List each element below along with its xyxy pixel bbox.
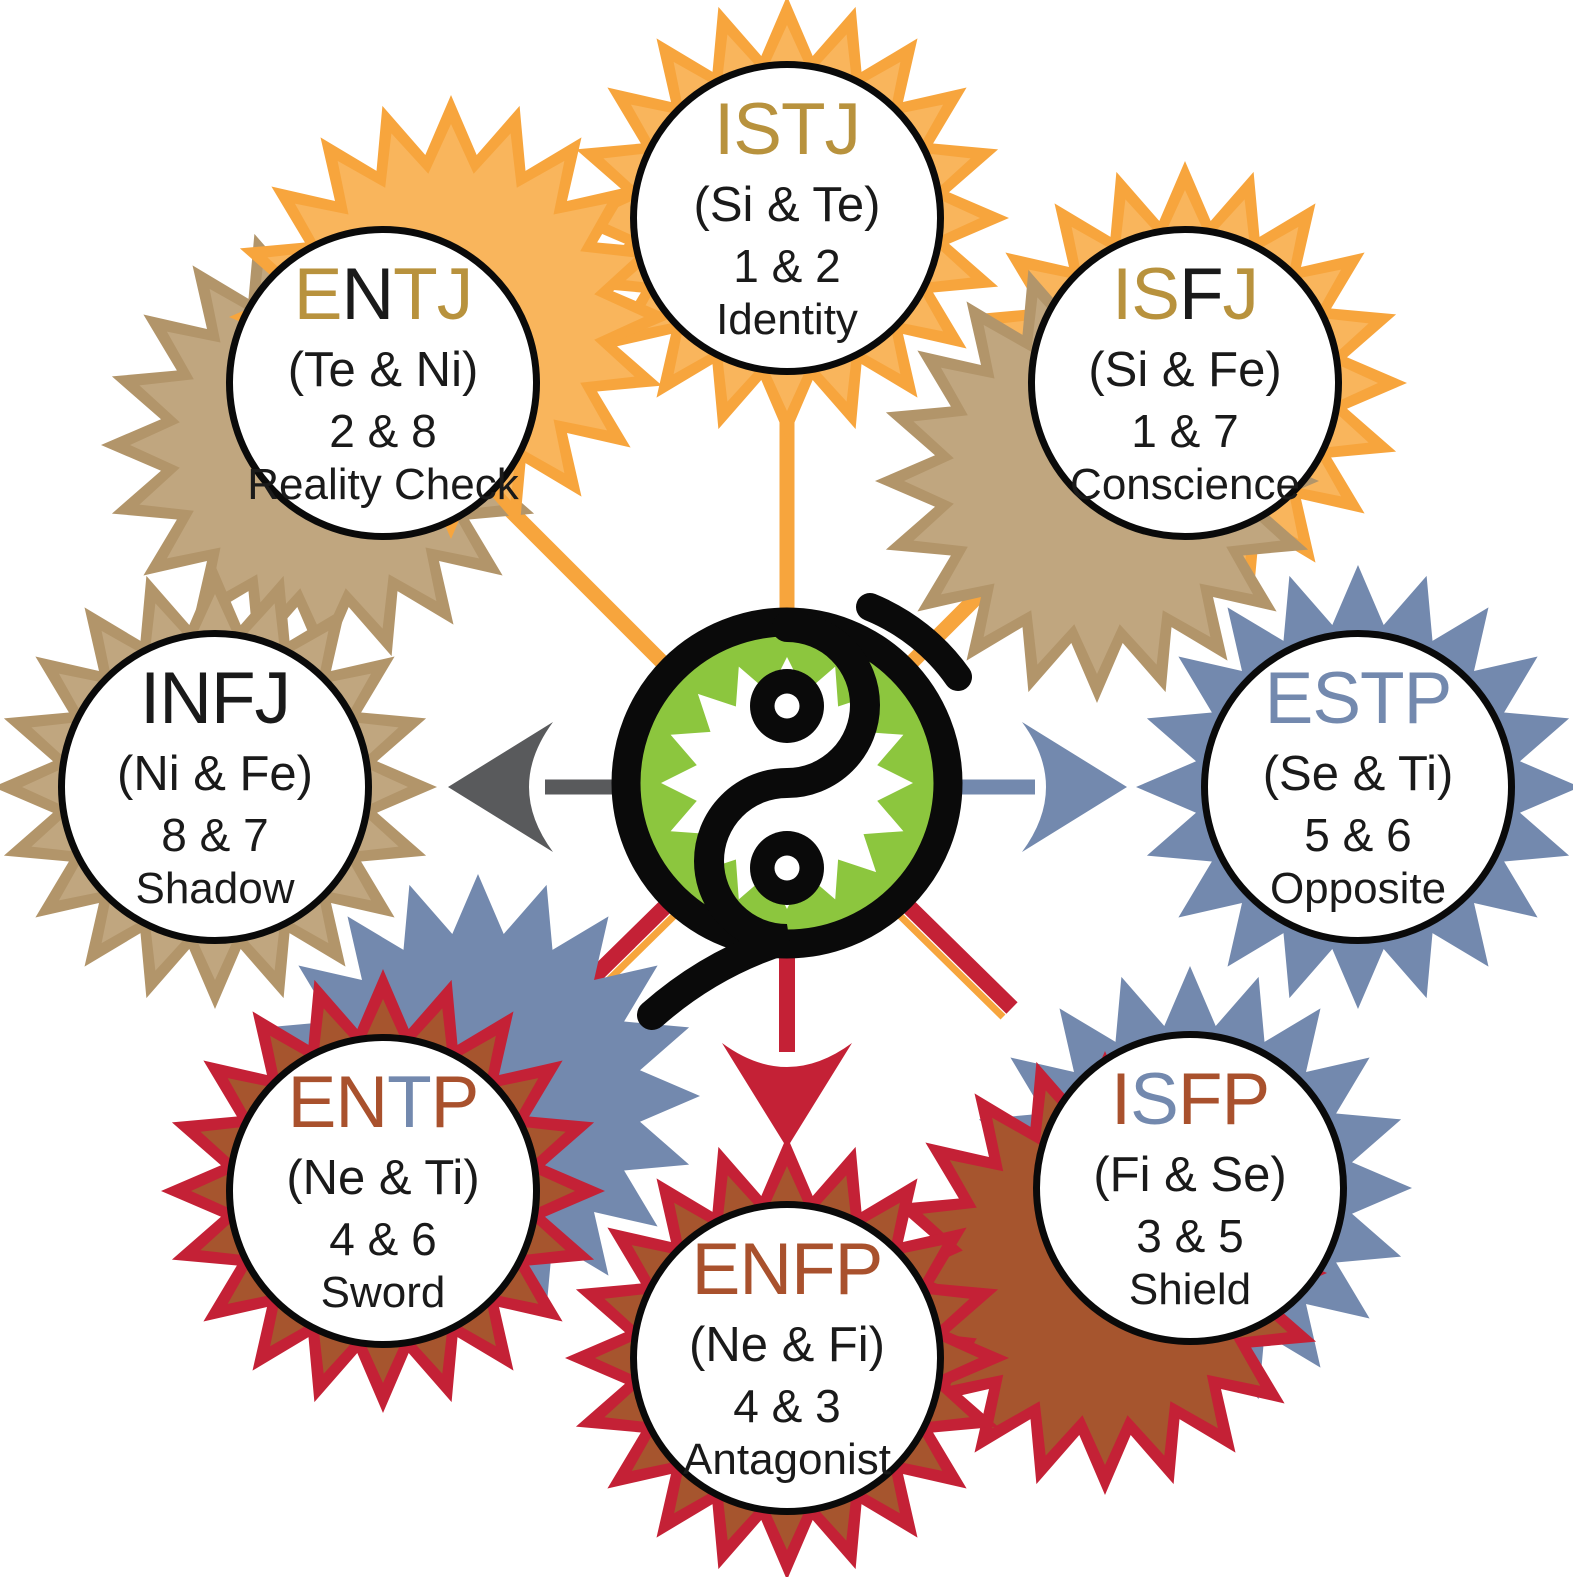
type-letter: F (791, 1229, 836, 1311)
type-role: Shadow (135, 863, 295, 913)
estp-circle: ESTP (Se & Ti) 5 & 6 Opposite (1201, 630, 1515, 944)
type-numbers: 8 & 7 (161, 808, 269, 861)
type-role: Sword (320, 1267, 446, 1317)
type-letter: J (436, 254, 473, 336)
type-letter: I (1110, 1059, 1131, 1141)
type-numbers: 5 & 6 (1304, 808, 1412, 861)
node-isfp: ISFP (Fi & Se) 3 & 5 Shield (1033, 1031, 1347, 1345)
node-enfp: ENFP (Ne & Fi) 4 & 3 Antagonist (630, 1201, 944, 1515)
type-functions: (Si & Fe) (1088, 343, 1282, 398)
type-letter: N (159, 658, 212, 740)
type-title: ENTJ (294, 258, 474, 331)
node-istj: ISTJ (Si & Te) 1 & 2 Identity (630, 61, 944, 375)
entp-circle: ENTP (Ne & Ti) 4 & 6 Sword (226, 1034, 540, 1348)
type-letter: E (691, 1229, 741, 1311)
type-letter: T (1360, 658, 1405, 740)
type-functions: (Ni & Fe) (117, 747, 313, 802)
type-letter: S (1312, 658, 1361, 740)
type-letter: S (733, 89, 782, 171)
node-isfj: ISFJ (Si & Fe) 1 & 7 Conscience (1028, 226, 1342, 540)
type-letter: J (1222, 254, 1259, 336)
type-letter: J (254, 658, 291, 740)
type-letter: E (287, 1062, 337, 1144)
type-title: ENTP (288, 1066, 480, 1139)
type-numbers: 4 & 3 (733, 1379, 841, 1432)
type-role: Reality Check (247, 459, 519, 509)
type-numbers: 1 & 2 (733, 239, 841, 292)
type-numbers: 4 & 6 (329, 1212, 437, 1265)
type-numbers: 3 & 5 (1136, 1209, 1244, 1262)
type-letter: N (341, 254, 394, 336)
type-functions: (Ne & Ti) (286, 1151, 480, 1206)
type-role: Shield (1128, 1264, 1252, 1314)
type-role: Identity (716, 294, 858, 344)
istj-circle: ISTJ (Si & Te) 1 & 2 Identity (630, 61, 944, 375)
type-letter: J (824, 89, 861, 171)
type-letter: T (780, 89, 826, 171)
type-letter: N (335, 1062, 388, 1144)
type-letter: F (1178, 254, 1224, 336)
type-functions: (Si & Te) (693, 178, 881, 233)
type-letter: P (430, 1062, 480, 1144)
type-letter: F (1177, 1059, 1223, 1141)
entj-circle: ENTJ (Te & Ni) 2 & 8 Reality Check (226, 226, 540, 540)
type-letter: I (713, 89, 734, 171)
isfj-circle: ISFJ (Si & Fe) 1 & 7 Conscience (1028, 226, 1342, 540)
arrow-right-head (1022, 722, 1127, 852)
node-infj: INFJ (Ni & Fe) 8 & 7 Shadow (58, 630, 372, 944)
type-role: Conscience (1070, 459, 1300, 509)
type-title: ISFP (1111, 1063, 1270, 1136)
type-title: ESTP (1265, 662, 1453, 735)
type-role: Opposite (1269, 863, 1447, 913)
node-estp: ESTP (Se & Ti) 5 & 6 Opposite (1201, 630, 1515, 944)
type-functions: (Se & Ti) (1262, 747, 1454, 802)
type-title: INFJ (140, 662, 291, 735)
type-letter: F (210, 658, 256, 740)
arrow-left-head (448, 722, 553, 852)
type-letter: P (1221, 1059, 1270, 1141)
type-letter: T (393, 254, 438, 336)
node-entj: ENTJ (Te & Ni) 2 & 8 Reality Check (226, 226, 540, 540)
type-functions: (Fi & Se) (1093, 1148, 1287, 1203)
type-title: ISTJ (714, 93, 861, 166)
type-letter: E (1264, 658, 1314, 740)
infj-circle: INFJ (Ni & Fe) 8 & 7 Shadow (58, 630, 372, 944)
type-functions: (Ne & Fi) (689, 1318, 885, 1373)
type-letter: N (739, 1229, 792, 1311)
isfp-circle: ISFP (Fi & Se) 3 & 5 Shield (1033, 1031, 1347, 1345)
type-title: ENFP (692, 1233, 884, 1306)
type-functions: (Te & Ni) (287, 343, 479, 398)
type-letter: I (139, 658, 160, 740)
type-title: ISFJ (1112, 258, 1259, 331)
type-letter: S (1130, 1059, 1179, 1141)
type-numbers: 1 & 7 (1131, 404, 1239, 457)
type-letter: P (834, 1229, 884, 1311)
type-letter: I (1111, 254, 1132, 336)
type-letter: E (293, 254, 343, 336)
enfp-circle: ENFP (Ne & Fi) 4 & 3 Antagonist (630, 1201, 944, 1515)
type-letter: P (1403, 658, 1453, 740)
node-entp: ENTP (Ne & Ti) 4 & 6 Sword (226, 1034, 540, 1348)
type-letter: S (1131, 254, 1180, 336)
type-role: Antagonist (683, 1434, 891, 1484)
arrow-down-head (722, 1043, 852, 1148)
type-letter: T (387, 1062, 432, 1144)
type-numbers: 2 & 8 (329, 404, 437, 457)
